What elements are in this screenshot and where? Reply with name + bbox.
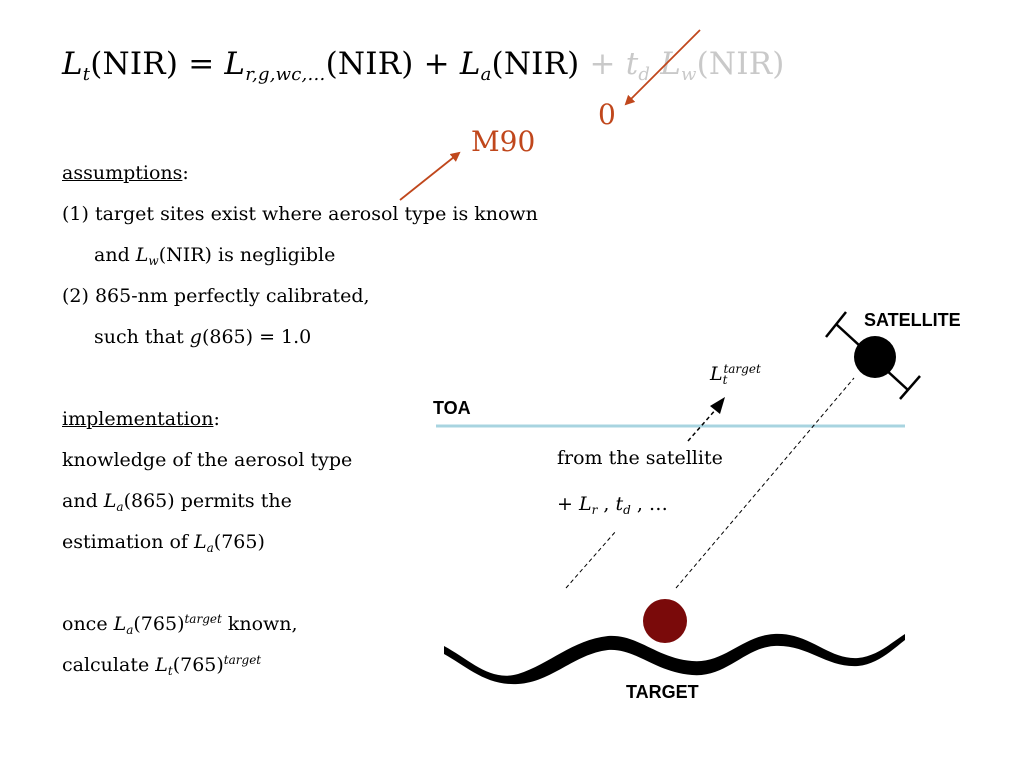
from-satellite-label: from the satellite bbox=[557, 447, 723, 469]
text-part: once bbox=[62, 613, 114, 635]
eq-lt-arg: (NIR) = bbox=[90, 46, 225, 82]
eq-la-arg: (NIR) bbox=[491, 46, 590, 82]
eq-faded-term: + td Lw(NIR) bbox=[589, 46, 785, 85]
sub-a: a bbox=[206, 541, 214, 555]
plus-terms-label: + Lr , td , … bbox=[557, 493, 668, 517]
text-part: + bbox=[557, 493, 579, 515]
sub-w: w bbox=[148, 254, 159, 268]
text-part: (765) bbox=[172, 654, 224, 676]
eq-lr-var: L bbox=[224, 46, 246, 82]
var-t: t bbox=[615, 493, 624, 515]
text-part: (765) bbox=[213, 531, 265, 553]
text-part: estimation of bbox=[62, 531, 194, 553]
var-l: L bbox=[710, 363, 723, 385]
sup-target: target bbox=[223, 653, 262, 667]
text-part: and bbox=[62, 490, 104, 512]
ground-wave bbox=[444, 633, 905, 685]
implementation-heading-text: implementation bbox=[62, 408, 214, 430]
upper-ray bbox=[687, 407, 718, 442]
eq-lt-var: L bbox=[62, 46, 83, 82]
eq-lt-sub: t bbox=[82, 64, 91, 85]
text-part: known, bbox=[221, 613, 298, 635]
eq-la-sub: a bbox=[480, 64, 492, 85]
lt-target-label: Lttarget bbox=[710, 362, 761, 387]
eq-lw-arg: (NIR) bbox=[696, 46, 785, 82]
implementation-line-1: knowledge of the aerosol type bbox=[62, 449, 353, 471]
eq-la-var: L bbox=[459, 46, 481, 82]
sub-a: a bbox=[116, 500, 124, 514]
var-g: g bbox=[189, 326, 202, 348]
implementation-line-4: once La(765)target known, bbox=[62, 612, 298, 637]
text-part: and bbox=[94, 244, 136, 266]
assumption-2: (2) 865-nm perfectly calibrated, bbox=[62, 285, 370, 307]
text-part: calculate bbox=[62, 654, 156, 676]
text-part: , … bbox=[630, 493, 668, 515]
eq-td-var: t bbox=[625, 46, 639, 82]
target-label: TARGET bbox=[626, 682, 699, 702]
sub-a: a bbox=[126, 623, 134, 637]
var-l: L bbox=[113, 613, 127, 635]
satellite-panel-bottom bbox=[899, 375, 921, 400]
eq-lr-arg: (NIR) + bbox=[325, 46, 460, 82]
implementation-line-5: calculate Lt(765)target bbox=[62, 653, 261, 678]
satellite-panel-top bbox=[825, 311, 847, 338]
assumption-1: (1) target sites exist where aerosol typ… bbox=[62, 203, 538, 225]
main-equation: Lt(NIR) = Lr,g,wc,…(NIR) + La(NIR) + td … bbox=[62, 46, 785, 85]
implementation-line-3: estimation of La(765) bbox=[62, 531, 265, 555]
var-l: L bbox=[194, 531, 207, 553]
toa-label: TOA bbox=[433, 398, 471, 418]
assumptions-heading: assumptions: bbox=[62, 162, 189, 184]
sub-d: d bbox=[623, 503, 631, 517]
text-part: (865) = 1.0 bbox=[201, 326, 312, 348]
assumptions-heading-text: assumptions bbox=[62, 162, 183, 184]
zero-annotation: 0 bbox=[598, 98, 616, 131]
satellite-label: SATELLITE bbox=[864, 310, 961, 330]
implementation-line-2: and La(865) permits the bbox=[62, 490, 292, 514]
zero-arrow bbox=[624, 29, 701, 106]
var-l: L bbox=[578, 493, 592, 515]
text-part: (NIR) is negligible bbox=[158, 244, 336, 266]
implementation-heading: implementation: bbox=[62, 408, 220, 430]
upper-ray-arrowhead bbox=[710, 397, 725, 414]
m90-arrow bbox=[399, 151, 461, 201]
assumption-1-cont: and Lw(NIR) is negligible bbox=[94, 244, 335, 268]
assumption-2-cont: such that g(865) = 1.0 bbox=[94, 326, 311, 348]
lower-ray bbox=[565, 530, 617, 589]
eq-lw-sub: w bbox=[681, 64, 697, 85]
text-part: such that bbox=[94, 326, 190, 348]
sub-t: t bbox=[722, 373, 728, 387]
text-part: (765) bbox=[133, 613, 185, 635]
var-l: L bbox=[103, 490, 117, 512]
eq-lr-sub: r,g,wc,… bbox=[245, 64, 326, 85]
eq-plus: + bbox=[589, 46, 626, 82]
eq-td-sub: d bbox=[638, 64, 651, 85]
var-l: L bbox=[155, 654, 168, 676]
sub-t: t bbox=[167, 664, 173, 678]
m90-annotation: M90 bbox=[471, 125, 536, 158]
satellite-ray bbox=[675, 377, 855, 589]
satellite-icon bbox=[854, 336, 896, 378]
sup-target: target bbox=[723, 362, 761, 376]
implementation-colon: : bbox=[213, 408, 220, 430]
target-icon bbox=[643, 599, 687, 643]
assumptions-colon: : bbox=[182, 162, 189, 184]
sup-target: target bbox=[184, 612, 222, 626]
text-part: , bbox=[597, 493, 616, 515]
sub-r: r bbox=[591, 503, 598, 517]
var-l: L bbox=[135, 244, 149, 266]
text-part: (865) permits the bbox=[123, 490, 292, 512]
